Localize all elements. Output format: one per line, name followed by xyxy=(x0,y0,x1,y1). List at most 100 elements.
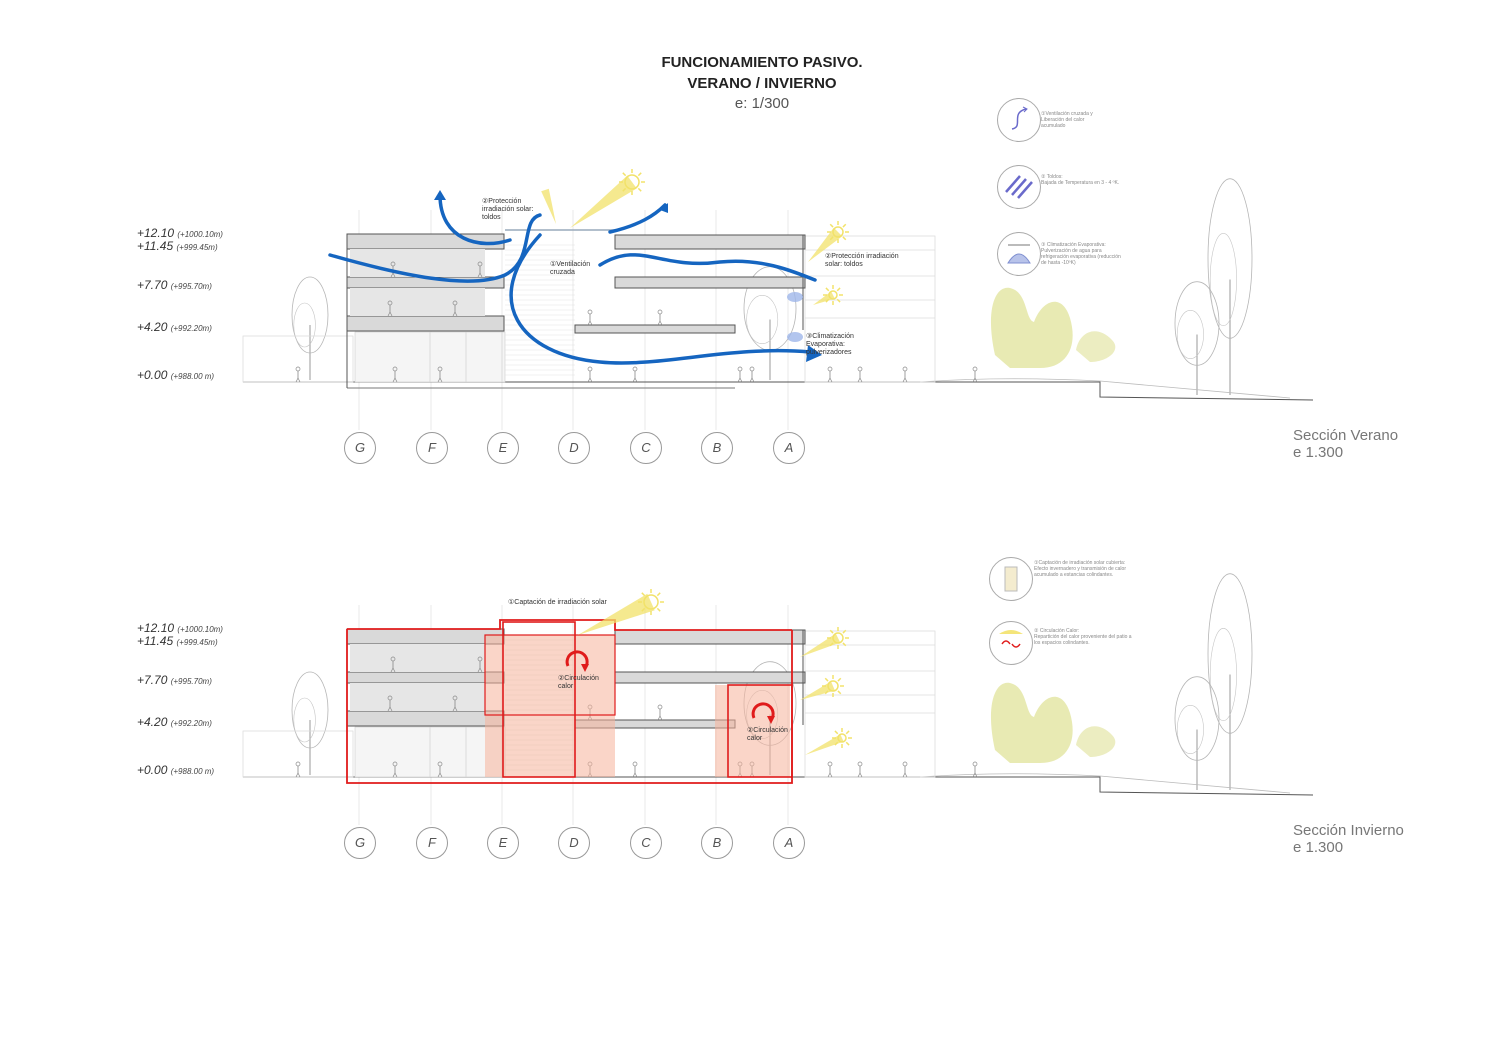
person-figure xyxy=(902,772,906,778)
person-figure xyxy=(439,377,443,383)
person-figure xyxy=(827,377,831,383)
sun-ray xyxy=(825,287,830,292)
floor-slab xyxy=(614,234,806,250)
heat-envelope xyxy=(727,684,793,778)
person-figure xyxy=(479,667,483,673)
annotation-evaporative-cooling: ③Climatización Evaporativa: pulverizador… xyxy=(806,333,854,356)
level-label: +11.45 (+999.45m) xyxy=(137,634,218,648)
drawing-scale: e: 1/300 xyxy=(734,95,790,112)
sun-ray xyxy=(637,187,642,192)
axis-marker-a: A xyxy=(773,432,805,464)
person-figure xyxy=(902,761,908,767)
tree-canopy xyxy=(1174,281,1220,366)
person-figure xyxy=(737,377,741,383)
person-figure xyxy=(587,366,593,372)
level-label: +4.20 (+992.20m) xyxy=(137,715,212,729)
person-figure xyxy=(295,761,301,767)
axis-marker-c: C xyxy=(630,827,662,859)
drawing-title: FUNCIONAMIENTO PASIVO. xyxy=(661,54,863,71)
tree-canopy xyxy=(1207,573,1253,734)
level-label: +12.10 (+1000.10m) xyxy=(137,621,223,635)
heat-circulation-arrow xyxy=(751,702,775,721)
axis-marker-c: C xyxy=(630,432,662,464)
person-figure xyxy=(387,311,391,317)
axis-marker-d: D xyxy=(558,432,590,464)
sun-ray xyxy=(829,223,834,228)
person-figure xyxy=(972,772,976,778)
level-label: +0.00 (+988.00 m) xyxy=(137,368,215,382)
person-figure xyxy=(657,320,661,326)
person-figure xyxy=(390,667,394,673)
person-figure xyxy=(632,377,636,383)
person-figure xyxy=(857,377,861,383)
tree-canopy xyxy=(1207,178,1253,339)
person-figure xyxy=(859,377,863,383)
annotation-solar-protection: ②Protección irradiación solar: toldos xyxy=(482,198,534,221)
person-figure xyxy=(477,667,481,673)
tree-canopy xyxy=(293,302,316,348)
axis-marker-b: B xyxy=(701,827,733,859)
person-figure xyxy=(749,377,753,383)
legend-awning: ② Toldos:Bajada de Temperatura en 3 - 4 … xyxy=(1041,174,1120,186)
person-figure xyxy=(454,706,458,712)
person-figure xyxy=(659,320,663,326)
sun-ray xyxy=(641,592,646,597)
person-figure xyxy=(477,272,481,278)
axis-marker-d: D xyxy=(558,827,590,859)
level-label: +7.70 (+995.70m) xyxy=(137,673,212,687)
floor-slab xyxy=(614,276,806,289)
ground-line xyxy=(243,776,1314,796)
axis-marker-g: G xyxy=(344,827,376,859)
sun-ray xyxy=(845,741,850,746)
person-figure xyxy=(659,715,663,721)
heat-circulation-arrowhead xyxy=(581,664,589,672)
person-figure xyxy=(452,311,456,317)
level-label: +12.10 (+1000.10m) xyxy=(137,226,223,240)
sun-beam xyxy=(541,188,556,224)
person-figure xyxy=(297,377,301,383)
person-figure xyxy=(657,715,661,721)
tree-canopy xyxy=(1209,627,1237,721)
tree-canopy xyxy=(1176,309,1204,359)
legend-heat-circulation: ② Circulación Calor:Repartición del calo… xyxy=(1034,628,1132,646)
summer-section xyxy=(242,169,1314,430)
airflow-arrow xyxy=(438,193,512,246)
person-figure xyxy=(827,366,833,372)
person-figure xyxy=(587,320,591,326)
airflow-arrow xyxy=(509,233,812,365)
person-figure xyxy=(857,366,863,372)
vegetation-mass xyxy=(990,287,1073,368)
person-figure xyxy=(657,309,663,315)
solar-capture-icon xyxy=(989,557,1033,601)
sun-ray xyxy=(622,172,627,177)
sun-ray xyxy=(842,642,847,647)
person-figure xyxy=(589,377,593,383)
vegetation-mass xyxy=(990,682,1073,763)
axis-marker-f: F xyxy=(416,827,448,859)
axis-marker-e: E xyxy=(487,432,519,464)
person-figure xyxy=(751,377,755,383)
sun-ray xyxy=(656,607,661,612)
background-building xyxy=(242,335,354,383)
sun-beam xyxy=(800,633,841,657)
person-figure xyxy=(452,706,456,712)
person-figure xyxy=(857,772,861,778)
annotation-heat-circulation-right: ②Circulación calor xyxy=(747,727,788,742)
sun-ray xyxy=(842,629,847,634)
person-figure xyxy=(974,377,978,383)
person-figure xyxy=(632,366,638,372)
sun-beam xyxy=(800,681,835,700)
person-figure xyxy=(739,377,743,383)
person-figure xyxy=(859,772,863,778)
floor-slab xyxy=(346,671,505,684)
room-interior xyxy=(350,683,485,711)
legend-solar-capture: ①Captación de irradiación solar cubierta… xyxy=(1034,560,1126,578)
sun-beam xyxy=(570,175,637,228)
mist-cloud xyxy=(787,332,803,342)
person-figure xyxy=(394,772,398,778)
airflow-arrowhead xyxy=(806,345,822,362)
vegetation-mass xyxy=(1076,331,1116,362)
